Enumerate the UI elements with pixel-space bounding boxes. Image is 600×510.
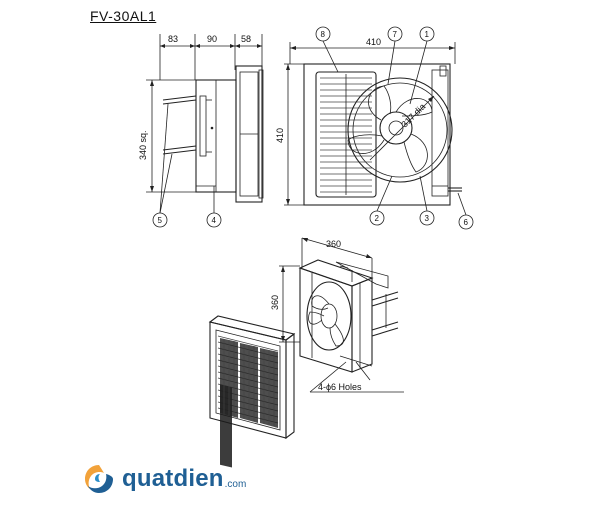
callout-4: 4 [212,216,217,225]
note-mounting-holes: 4-ϕ6 Holes [318,382,362,392]
callout-6: 6 [464,218,469,227]
brand-swirl-icon [85,465,113,493]
front-view: 410 410 [275,26,474,230]
fan-blades [347,85,433,173]
dim-fan-diameter: 317 dia [399,101,427,129]
dim-width-410: 410 [366,37,381,47]
isometric-view: 360 360 [208,237,404,468]
callout-3: 3 [425,214,430,223]
side-view: 83 90 58 340 sq. 5 4 [138,34,264,228]
dim-height-340: 340 sq. [138,130,148,160]
dim-depth-90: 90 [207,34,217,44]
dim-iso-width-360: 360 [326,239,341,249]
callout-2: 2 [375,214,380,223]
dim-depth-58: 58 [241,34,251,44]
callout-5: 5 [158,216,163,225]
brand-name: quatdien [122,465,224,492]
callout-7: 7 [393,30,398,39]
brand-domain: .com [224,478,247,490]
callout-1: 1 [425,30,430,39]
brand-logo[interactable]: quatdien .com [82,457,246,501]
dim-depth-83: 83 [168,34,178,44]
dim-iso-height-360: 360 [270,295,280,310]
dim-height-410: 410 [275,128,285,143]
model-title: FV-30AL1 [90,8,157,24]
callout-8: 8 [321,30,326,39]
